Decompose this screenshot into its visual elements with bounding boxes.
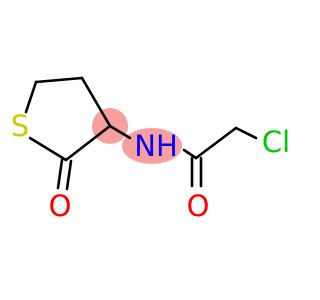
sulfur-label: S <box>11 109 29 143</box>
bond-c2-o-b <box>65 159 73 191</box>
bond-n-c6 <box>182 148 198 160</box>
bond-c4-c3 <box>80 76 112 128</box>
bond-c7-cl <box>234 126 258 140</box>
bond-s-c2 <box>28 136 68 162</box>
nitrogen-label: NH <box>134 129 178 163</box>
ring-oxygen-label: O <box>49 189 72 223</box>
bond-c5-s <box>24 80 38 114</box>
chlorine-label: Cl <box>262 125 290 159</box>
bond-c6-c7 <box>194 126 238 160</box>
atom-labels: S O NH O Cl <box>11 109 290 223</box>
bond-c3-c2 <box>64 124 112 162</box>
bond-c3-n <box>108 124 132 140</box>
nh-highlight <box>122 128 182 164</box>
bond-c5-c4 <box>34 76 84 84</box>
bonds <box>24 76 258 191</box>
bond-c2-o-a <box>56 158 64 190</box>
molecule-structure-diagram: S O NH O Cl <box>11 76 290 223</box>
amide-oxygen-label: O <box>187 189 210 223</box>
